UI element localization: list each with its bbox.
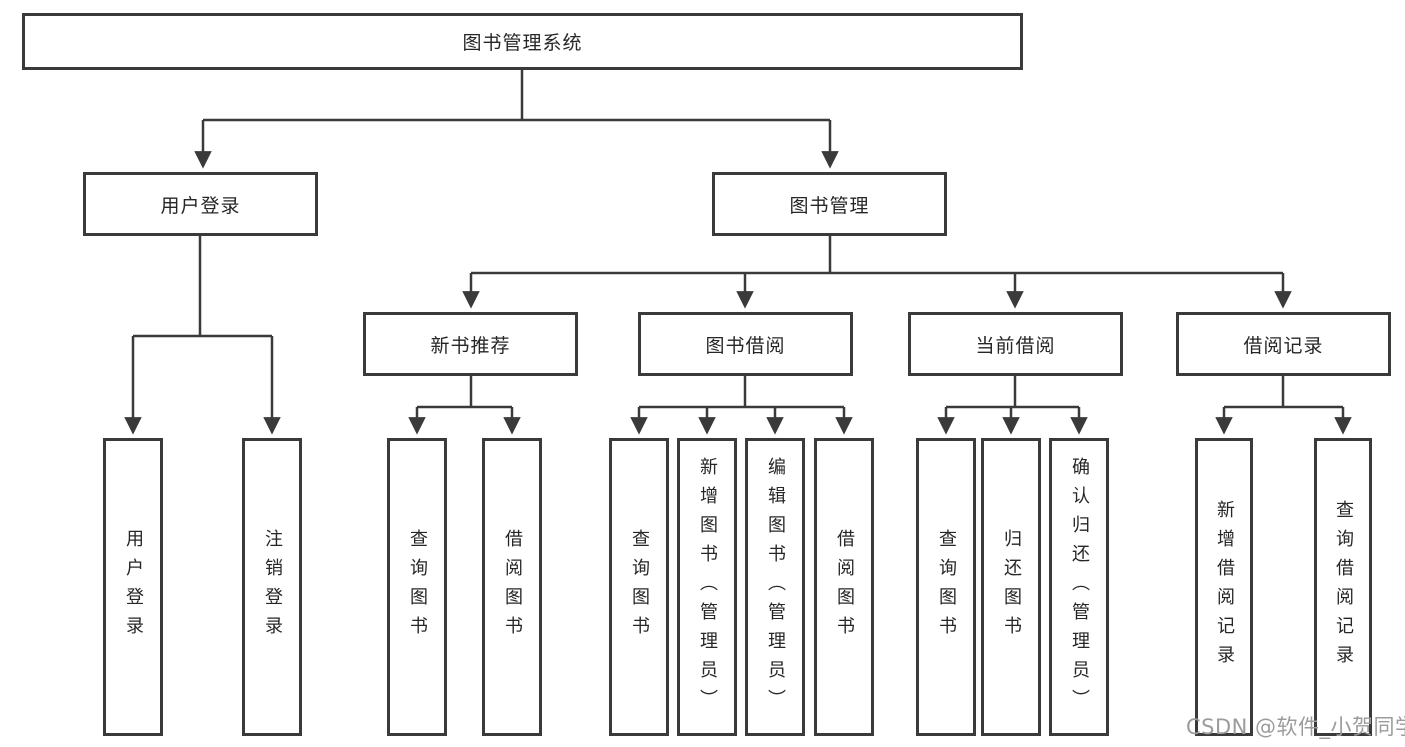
- node-leaf-confirm-return-admin: 确认归还（管理员）: [1049, 438, 1109, 736]
- node-current-borrowing: 当前借阅: [908, 312, 1123, 376]
- node-label: 新增图书（管理员）: [697, 456, 718, 718]
- node-leaf-user-login: 用户登录: [103, 438, 163, 736]
- node-library-management-system: 图书管理系统: [22, 13, 1023, 70]
- node-label: 查询借阅记录: [1333, 500, 1354, 674]
- node-label: 用户登录: [160, 194, 241, 217]
- node-label: 确认归还（管理员）: [1069, 456, 1090, 718]
- node-label: 归还图书: [1001, 529, 1022, 645]
- node-leaf-query-books-borrowing: 查询图书: [609, 438, 669, 736]
- node-leaf-return-books: 归还图书: [981, 438, 1041, 736]
- node-label: 当前借阅: [975, 334, 1056, 357]
- node-leaf-query-books-current: 查询图书: [916, 438, 976, 736]
- node-label: 用户登录: [123, 529, 144, 645]
- node-label: 借阅图书: [834, 529, 855, 645]
- node-label: 图书管理系统: [462, 32, 583, 54]
- node-label: 编辑图书（管理员）: [765, 456, 786, 718]
- node-leaf-add-borrow-record: 新增借阅记录: [1195, 438, 1253, 736]
- node-book-borrowing: 图书借阅: [638, 312, 853, 376]
- node-leaf-borrow-books-borrowing: 借阅图书: [814, 438, 874, 736]
- node-label: 注销登录: [262, 529, 283, 645]
- node-new-book-recommend: 新书推荐: [363, 312, 578, 376]
- node-leaf-edit-books-admin: 编辑图书（管理员）: [745, 438, 805, 736]
- node-label: 借阅图书: [502, 529, 523, 645]
- node-user-login: 用户登录: [83, 172, 318, 236]
- node-leaf-query-books-recommend: 查询图书: [387, 438, 447, 736]
- node-label: 新书推荐: [430, 334, 511, 357]
- csdn-watermark: CSDN @软件_小贺同学: [1186, 715, 1405, 739]
- node-book-management: 图书管理: [712, 172, 947, 236]
- node-leaf-add-books-admin: 新增图书（管理员）: [677, 438, 737, 736]
- node-label: 查询图书: [407, 529, 428, 645]
- node-label: 查询图书: [936, 529, 957, 645]
- node-label: 图书借阅: [705, 334, 786, 357]
- node-borrow-records: 借阅记录: [1176, 312, 1391, 376]
- node-leaf-query-borrow-record: 查询借阅记录: [1314, 438, 1372, 736]
- node-leaf-borrow-books-recommend: 借阅图书: [482, 438, 542, 736]
- node-label: 查询图书: [629, 529, 650, 645]
- node-label: 新增借阅记录: [1214, 500, 1235, 674]
- node-leaf-logout: 注销登录: [242, 438, 302, 736]
- node-label: 图书管理: [789, 194, 870, 217]
- node-label: 借阅记录: [1243, 334, 1324, 357]
